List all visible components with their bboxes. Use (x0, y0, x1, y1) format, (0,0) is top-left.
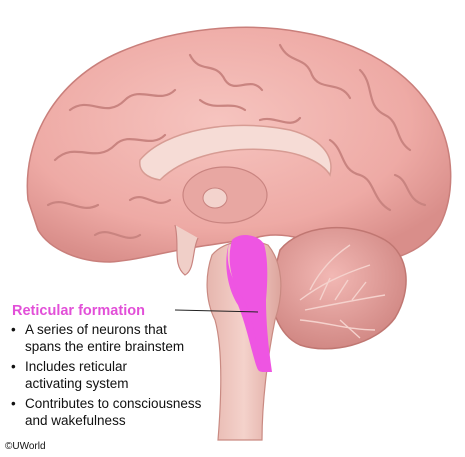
cerebellum (270, 226, 407, 350)
copyright: ©UWorld (5, 441, 46, 452)
bullet-dot: • (11, 359, 16, 374)
bullet-dot: • (11, 396, 16, 411)
label-title: Reticular formation (12, 303, 145, 319)
gyri-lines (46, 43, 427, 239)
hypothalamus-stalk (174, 224, 199, 276)
bullet-line: Contributes to consciousness (25, 396, 202, 411)
bullet-line: spans the entire brainstem (25, 339, 185, 354)
bullet-line: and wakefulness (25, 413, 126, 428)
corpus-callosum (139, 124, 332, 181)
bullet-line: activating system (25, 376, 129, 391)
bullet-line: A series of neurons that (25, 322, 167, 337)
bullet-line: Includes reticular (25, 359, 128, 374)
bullet-item: • Includes reticular activating system (8, 358, 201, 392)
bullet-dot: • (11, 322, 16, 337)
label-bullets: • A series of neurons that spans the ent… (8, 321, 201, 432)
arbor-vitae (299, 244, 386, 339)
bullet-item: • Contributes to consciousness and wakef… (8, 395, 201, 429)
bullet-item: • A series of neurons that spans the ent… (8, 321, 201, 355)
leader-line (174, 309, 259, 313)
